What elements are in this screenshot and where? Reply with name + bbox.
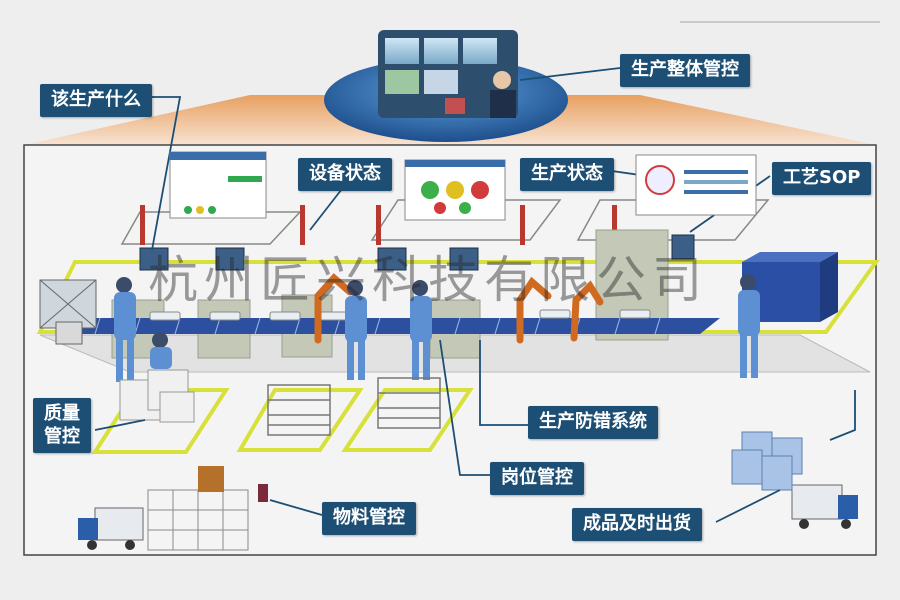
callout-material-control: 物料管控 xyxy=(322,502,416,535)
control-room-photo xyxy=(378,30,518,118)
watermark: 杭州匠兴科技有限公司 xyxy=(148,251,708,309)
finished-goods-warehouse xyxy=(731,431,803,491)
conveyor-parts xyxy=(149,309,651,321)
quality-control-line1: 质量 xyxy=(44,403,80,424)
packaging-stack xyxy=(39,279,97,345)
callout-production-status: 生产状态 xyxy=(520,158,614,191)
callout-equipment-status: 设备状态 xyxy=(298,158,392,191)
worker-seated xyxy=(150,332,172,369)
callout-overall-control: 生产整体管控 xyxy=(620,54,750,87)
callout-station-control: 岗位管控 xyxy=(490,462,584,495)
callout-what-to-produce: 该生产什么 xyxy=(40,84,152,117)
robots xyxy=(314,273,604,344)
conveyor xyxy=(60,318,720,334)
software-popup-production-status xyxy=(635,154,757,216)
station-monitors xyxy=(139,234,695,271)
delivery-truck-left xyxy=(78,507,144,550)
software-popup-what-to-produce xyxy=(169,151,267,219)
delivery-truck-right xyxy=(791,484,858,529)
callout-process-sop: 工艺SOP xyxy=(772,162,872,195)
quality-control-line2: 管控 xyxy=(44,425,80,447)
callout-finished-goods-shipping: 成品及时出货 xyxy=(572,508,702,541)
forklift-worker xyxy=(258,484,268,502)
callout-quality-control: 质量 管控 xyxy=(33,398,91,453)
callout-error-proofing: 生产防错系统 xyxy=(528,406,658,439)
material-carts xyxy=(267,377,441,436)
worker xyxy=(738,274,760,378)
quality-boxes xyxy=(119,369,195,423)
andon-lights xyxy=(140,205,617,245)
worker xyxy=(345,280,367,380)
material-pallet xyxy=(198,466,224,492)
worker xyxy=(114,277,136,382)
callout-connectors xyxy=(94,67,856,523)
end-of-line-machine xyxy=(742,252,838,322)
warehouse-racks xyxy=(147,489,249,551)
software-popup-equipment-status xyxy=(404,159,506,221)
workers xyxy=(114,274,760,382)
worker xyxy=(410,280,432,380)
